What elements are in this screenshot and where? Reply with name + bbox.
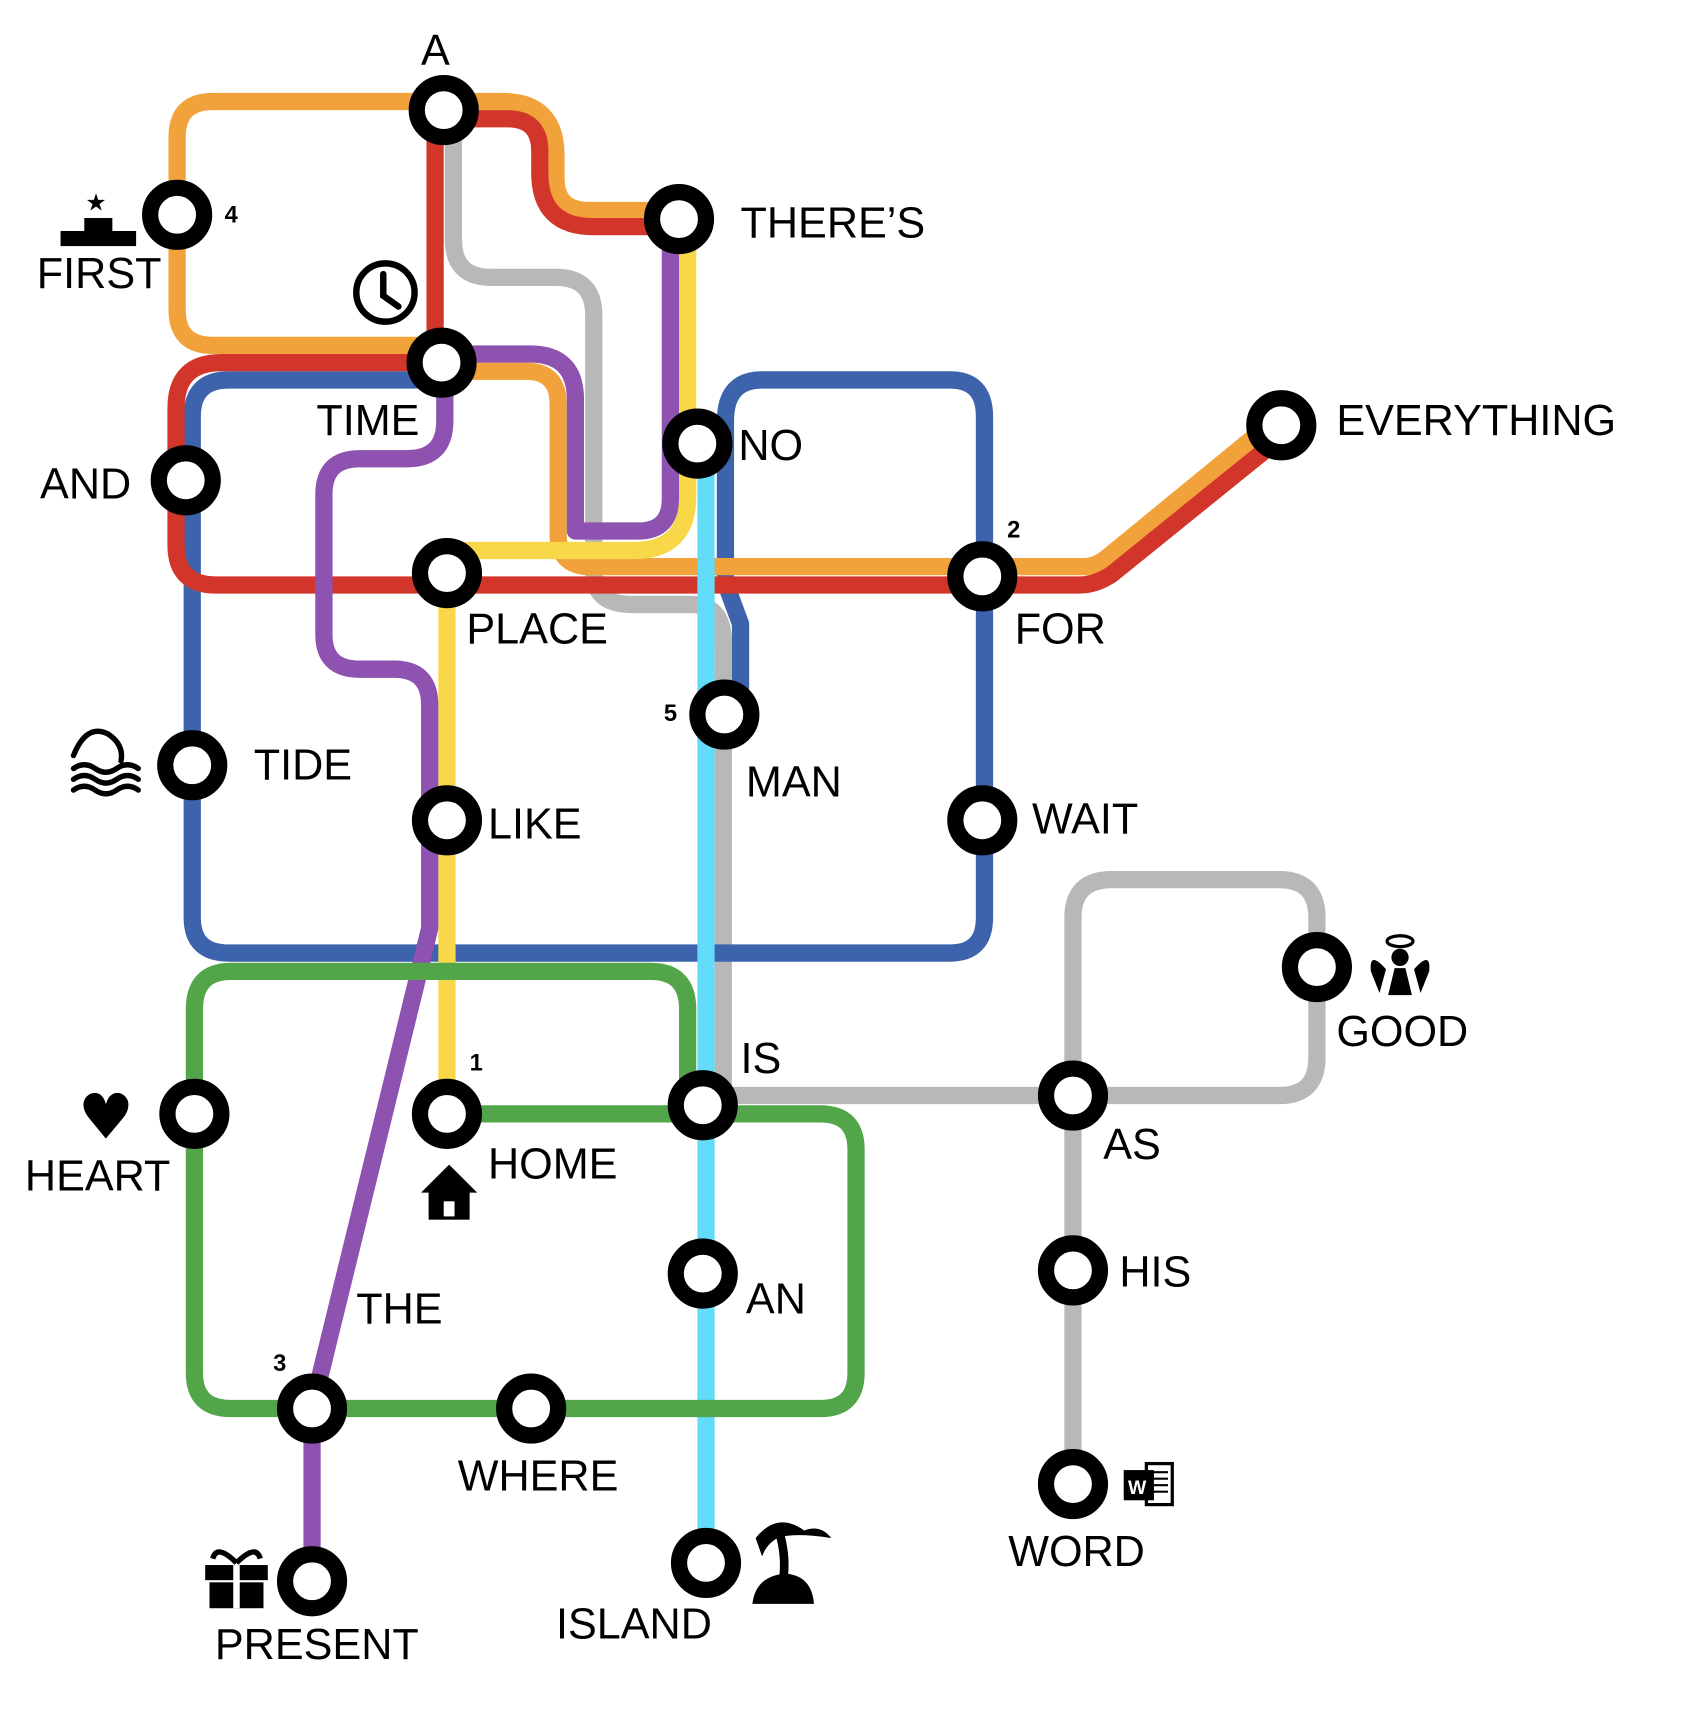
label-the: THE [356,1285,442,1333]
line-purple [303,210,680,1590]
label-as: AS [1103,1121,1161,1169]
station-island[interactable] [670,1527,742,1598]
angel-icon [1370,934,1430,996]
station-is[interactable] [667,1070,738,1141]
label-time: TIME [316,397,419,445]
station-heart[interactable] [159,1078,230,1149]
label-first: FIRST [37,250,162,298]
station-place[interactable] [411,538,483,609]
label-and: AND [40,461,131,509]
label-theres: THERE’S [741,199,926,247]
label-island: ISLAND [556,1600,712,1648]
station-for[interactable] [947,541,1018,612]
station-everything[interactable] [1246,390,1317,461]
station-no[interactable] [662,408,733,479]
station-an[interactable] [667,1238,738,1309]
line-blue [183,371,994,962]
station-like[interactable] [411,785,483,856]
number-5: 5 [664,701,677,727]
station-3[interactable] [276,1373,348,1444]
line-green [185,962,865,1418]
station-a[interactable] [408,75,479,146]
label-good: GOOD [1336,1008,1468,1056]
label-his: HIS [1119,1249,1191,1297]
label-home: HOME [488,1141,617,1189]
podium-icon: ★ [60,188,137,247]
station-and[interactable] [150,445,221,516]
number-1: 1 [470,1051,483,1077]
station-his[interactable] [1037,1235,1109,1306]
svg-text:★: ★ [85,188,106,216]
number-3: 3 [273,1351,286,1377]
label-for: FOR [1015,605,1106,653]
station-time[interactable] [406,327,477,398]
label-is: IS [741,1035,782,1083]
heart-icon: ♥ [78,1081,134,1154]
line-gray [444,110,1326,1493]
label-word: WORD [1008,1528,1145,1576]
label-like: LIKE [488,801,582,849]
station-first[interactable] [142,179,213,250]
clock-icon [353,260,418,325]
label-where: WHERE [458,1453,619,1501]
label-man: MAN [746,759,842,807]
station-where[interactable] [496,1373,567,1444]
svg-text:W: W [1128,1477,1147,1499]
station-wait[interactable] [947,785,1018,856]
number-4: 4 [225,202,239,228]
station-present[interactable] [276,1546,348,1617]
label-everything: EVERYTHING [1336,397,1616,445]
home-icon [421,1164,478,1220]
gift-icon [205,1549,268,1609]
word-doc-icon: W [1123,1461,1174,1507]
station-tide[interactable] [157,730,228,801]
label-wait: WAIT [1032,795,1138,843]
station-good[interactable] [1281,932,1352,1003]
label-place: PLACE [466,605,608,653]
station-man[interactable] [689,679,760,750]
label-an: AN [746,1276,806,1324]
label-heart: HEART [25,1153,170,1201]
station-theres[interactable] [643,184,715,255]
label-tide: TIDE [254,741,352,789]
station-home[interactable] [411,1078,483,1149]
label-no: NO [738,422,803,470]
wave-icon [70,728,141,797]
station-word[interactable] [1037,1449,1109,1520]
station-as[interactable] [1037,1060,1109,1131]
number-2: 2 [1007,518,1020,544]
island-icon [752,1522,832,1604]
label-present: PRESENT [215,1621,419,1669]
stations [142,75,1352,1617]
label-a: A [421,27,450,75]
